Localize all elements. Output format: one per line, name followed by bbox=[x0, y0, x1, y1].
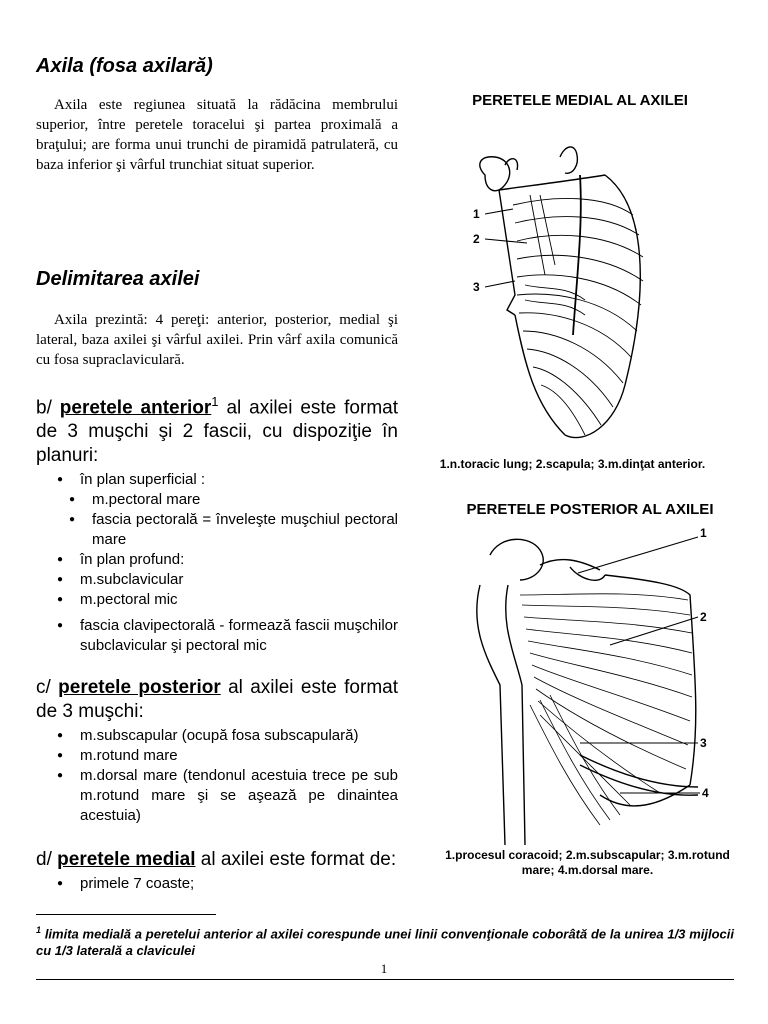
page-title: Axila (fosa axilară) bbox=[36, 55, 213, 77]
figure2-label-2: 2 bbox=[700, 610, 707, 624]
medial-term: peretele medial bbox=[57, 849, 196, 870]
medial-prefix: d/ bbox=[36, 849, 52, 870]
anterior-term: peretele anterior bbox=[59, 397, 212, 419]
list-item: m.rotund mare bbox=[57, 746, 398, 766]
list-item: în plan superficial : bbox=[57, 470, 398, 490]
figure1-label-3: 3 bbox=[473, 280, 480, 294]
list-item: primele 7 coaste; bbox=[57, 874, 416, 894]
figure2-title: PERETELE POSTERIOR AL AXILEI bbox=[466, 501, 714, 518]
footer-rule bbox=[36, 979, 734, 980]
anterior-rest: al axilei este format de 3 muşchi şi 2 f… bbox=[36, 397, 398, 467]
list-item: în plan profund: bbox=[57, 550, 398, 570]
anterior-list: în plan superficial : m.pectoral mare fa… bbox=[36, 470, 398, 656]
figure2-caption: 1.procesul coracoid; 2.m.subscapular; 3.… bbox=[420, 848, 755, 878]
delimit-paragraph: Axila prezintă: 4 pereţi: anterior, post… bbox=[36, 312, 398, 368]
posterior-list: m.subscapular (ocupă fosa subscapulară) … bbox=[36, 726, 398, 826]
anterior-prefix: b/ bbox=[36, 397, 52, 419]
figure1-label-2: 2 bbox=[473, 232, 480, 246]
footnote: 1 limita medială a peretelui anterior al… bbox=[36, 922, 734, 959]
footnote-marker: 1 bbox=[36, 925, 42, 935]
list-item: m.dorsal mare (tendonul acestuia trece p… bbox=[57, 766, 398, 826]
list-item: fascia clavipectorală - formează fascii … bbox=[57, 616, 398, 656]
section-title: Delimitarea axilei bbox=[36, 268, 200, 290]
medial-wall-heading: d/ peretele medial al axilei este format… bbox=[36, 848, 416, 872]
list-item: m.pectoral mic bbox=[57, 590, 398, 610]
footnote-ref: 1 bbox=[211, 394, 219, 409]
posterior-prefix: c/ bbox=[36, 677, 51, 698]
figure2-caption-line1: 1.procesul coracoid; 2.m.subscapular; 3.… bbox=[445, 848, 730, 862]
posterior-wall-illustration: 1 2 3 4 bbox=[476, 526, 709, 845]
list-item: m.subclavicular bbox=[57, 570, 398, 590]
medial-list: primele 7 coaste; bbox=[36, 874, 416, 894]
footnote-text: limita medială a peretelui anterior al a… bbox=[36, 926, 734, 959]
medial-wall-illustration: 1 2 3 bbox=[473, 146, 644, 439]
list-item: fascia pectorală = înveleşte muşchiul pe… bbox=[69, 510, 398, 550]
list-item: m.pectoral mare bbox=[69, 490, 398, 510]
footnote-divider bbox=[36, 914, 216, 915]
figure1-caption: 1.n.toracic lung; 2.scapula; 3.m.dinţat … bbox=[439, 457, 706, 471]
figure1-title: PERETELE MEDIAL AL AXILEI bbox=[472, 92, 688, 109]
anterior-wall-section: b/ peretele anterior1 al axilei este for… bbox=[36, 390, 398, 656]
posterior-rest: al axilei este format de 3 muşchi: bbox=[36, 677, 398, 722]
intro-paragraph: Axila este regiunea situată la rădăcina … bbox=[36, 97, 398, 173]
posterior-wall-section: c/ peretele posterior al axilei este for… bbox=[36, 676, 398, 826]
posterior-wall-heading: c/ peretele posterior al axilei este for… bbox=[36, 676, 398, 724]
figure2-label-3: 3 bbox=[700, 736, 707, 750]
figure1-label-1: 1 bbox=[473, 207, 480, 221]
page-number: 1 bbox=[380, 961, 388, 976]
medial-rest: al axilei este format de: bbox=[200, 849, 397, 870]
anterior-wall-heading: b/ peretele anterior1 al axilei este for… bbox=[36, 390, 398, 468]
medial-wall-section: d/ peretele medial al axilei este format… bbox=[36, 848, 416, 894]
posterior-term: peretele posterior bbox=[58, 677, 221, 698]
figure2-caption-line2: mare; 4.m.dorsal mare. bbox=[521, 863, 654, 877]
figure2-label-4: 4 bbox=[702, 786, 709, 800]
figure2-label-1: 1 bbox=[700, 526, 707, 540]
list-item: m.subscapular (ocupă fosa subscapulară) bbox=[57, 726, 398, 746]
